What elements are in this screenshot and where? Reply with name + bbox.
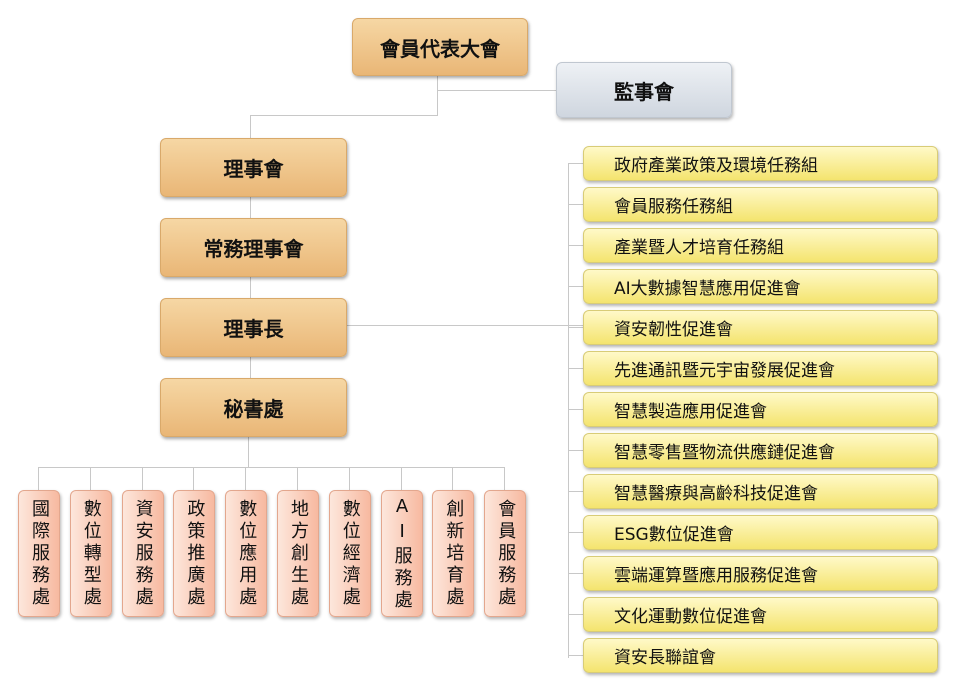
department-box: 政策推廣處 [173,490,216,617]
task-group-box: 資安韌性促進會 [583,310,938,345]
executive-board-box: 常務理事會 [160,218,347,277]
secretariat-box: 秘書處 [160,378,347,437]
task-group-box: 會員服務任務組 [583,187,938,222]
board-box: 理事會 [160,138,347,197]
task-group-box: 政府產業政策及環境任務組 [583,146,938,181]
task-group-box: 智慧製造應用促進會 [583,392,938,427]
chairman-box: 理事長 [160,298,347,357]
supervisors-box: 監事會 [556,62,732,118]
department-box: 資安服務處 [121,490,164,617]
task-group-box: 智慧醫療與高齡科技促進會 [583,474,938,509]
department-box: 數位經濟處 [328,490,371,617]
task-group-box: ESG數位促進會 [583,515,938,550]
task-group-box: 雲端運算暨應用服務促進會 [583,556,938,591]
member-assembly-box: 會員代表大會 [352,18,528,76]
department-box: 數位轉型處 [69,490,112,617]
department-box: 地方創生處 [277,490,319,617]
task-group-box: 資安長聯誼會 [583,638,938,673]
department-box: 創新培育處 [432,490,475,617]
task-group-box: 智慧零售暨物流供應鏈促進會 [583,433,938,468]
task-group-box: 先進通訊暨元宇宙發展促進會 [583,351,938,386]
department-box: 會員服務處 [484,490,527,617]
task-group-box: AI大數據智慧應用促進會 [583,269,938,304]
task-group-box: 文化運動數位促進會 [583,597,938,632]
task-group-box: 產業暨人才培育任務組 [583,228,938,263]
department-box: AI服務處 [380,490,423,617]
department-box: 國際服務處 [18,490,60,617]
department-box: 數位應用處 [225,490,268,617]
